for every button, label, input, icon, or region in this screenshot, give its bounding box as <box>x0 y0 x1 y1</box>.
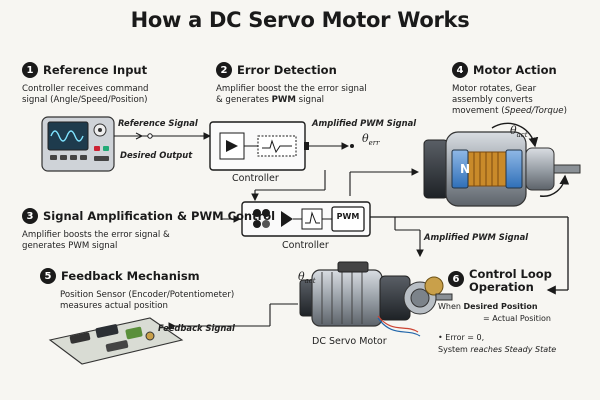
step-5-number-badge: 5 <box>40 268 56 284</box>
step-4-desc-pre: movement ( <box>452 106 505 116</box>
when-prefix: When <box>438 302 464 311</box>
step-3-desc-line-2: generates PWM signal <box>22 241 118 251</box>
step-1-title: Reference Input <box>43 63 148 77</box>
step-2-heading: 2 Error Detection <box>216 62 416 78</box>
step-6: 6 Control Loop Operation <box>448 268 588 294</box>
controller-box-1 <box>209 121 306 171</box>
step-4: 4 Motor Action Motor rotates, Gear assem… <box>452 62 592 117</box>
theta-act-label-motor: θact <box>510 124 528 139</box>
equals-actual-position: = Actual Position <box>483 314 551 323</box>
step-4-desc-post: ) <box>563 106 567 116</box>
controller-label-1: Controller <box>232 173 279 184</box>
step-4-number-badge: 4 <box>452 62 468 78</box>
step-3-number-badge: 3 <box>22 208 38 224</box>
step-2-title: Error Detection <box>237 63 337 77</box>
amplified-pwm-signal-label-2: Amplified PWM Signal <box>424 232 529 242</box>
step-6-title: Control Loop Operation <box>469 268 552 294</box>
theta-err-subscript: err <box>368 139 380 148</box>
step-1-heading: 1 Reference Input <box>22 62 202 78</box>
step-3-heading: 3 Signal Amplification & PWM Control <box>22 208 275 224</box>
theta-err-symbol: θ <box>362 132 369 145</box>
feedback-signal-label: Feedback Signal <box>158 323 235 333</box>
step-2-desc-line-2: & generates PWM signal <box>216 95 416 106</box>
step-4-desc-line-1: Motor rotates, Gear <box>452 84 537 94</box>
dc-servo-motor-caption: DC Servo Motor <box>312 336 387 347</box>
motor-illustration <box>423 122 581 207</box>
step-6-heading: 6 Control Loop Operation <box>448 268 588 294</box>
step-6-number-badge: 6 <box>448 271 464 287</box>
step-5: 5 Feedback Mechanism Position Sensor (En… <box>40 268 280 312</box>
pwm-block-label: PWM <box>336 212 360 221</box>
step-1-description: Controller receives command signal (Angl… <box>22 84 202 106</box>
controller-label-2: Controller <box>282 240 329 251</box>
step-5-heading: 5 Feedback Mechanism <box>40 268 280 284</box>
step-1: 1 Reference Input Controller receives co… <box>22 62 202 106</box>
theta-act-symbol-1: θ <box>510 124 517 137</box>
feedback-sensor-board <box>48 317 184 365</box>
step-3-description: Amplifier boosts the error signal & gene… <box>22 230 252 252</box>
theta-act-label-servo: θact <box>298 270 316 285</box>
theta-act-symbol-2: θ <box>298 270 305 283</box>
step-2: 2 Error Detection Amplifier boost the th… <box>216 62 416 106</box>
step-4-description: Motor rotates, Gear assembly converts mo… <box>452 84 592 117</box>
step-5-title: Feedback Mechanism <box>61 269 200 283</box>
theta-act-subscript-1: act <box>516 131 528 140</box>
step-4-title: Motor Action <box>473 63 557 77</box>
step-4-heading: 4 Motor Action <box>452 62 592 78</box>
step-2-desc-bold: PWM <box>271 95 296 105</box>
reference-signal-label: Reference Signal <box>118 118 198 128</box>
motor-n-pole-label: N <box>460 162 471 176</box>
page-title: How a DC Servo Motor Works <box>130 8 470 32</box>
when-desired-position-text: When Desired Position <box>438 302 538 311</box>
signal-generator-device <box>41 116 115 172</box>
step-3-title: Signal Amplification & PWM Control <box>43 209 276 223</box>
step-2-description: Amplifier boost the the error signal & g… <box>216 84 416 106</box>
step-3: 3 Signal Amplification & PWM Control Amp… <box>22 208 275 252</box>
step-1-number-badge: 1 <box>22 62 38 78</box>
step-2-number-badge: 2 <box>216 62 232 78</box>
step-1-desc-line-2: signal (Angle/Speed/Position) <box>22 95 148 105</box>
step-4-desc-line-2: assembly converts <box>452 95 533 105</box>
step-4-desc-italic: Speed/Torque <box>504 106 564 116</box>
theta-err-label: θerr <box>362 132 379 147</box>
step-6-title-line-1: Control Loop <box>469 267 552 281</box>
dc-servo-motor-illustration <box>299 261 453 337</box>
step-4-desc-line-3: movement (Speed/Torque) <box>452 106 592 117</box>
theta-act-subscript-2: act <box>304 277 316 286</box>
desired-position: Desired Position <box>463 302 538 311</box>
steady-state-text: System reaches Steady State <box>438 345 556 354</box>
step-3-desc-line-1: Amplifier boosts the error signal & <box>22 230 170 240</box>
step-5-desc-line-1: Position Sensor (Encoder/Potentiometer) <box>60 290 235 300</box>
amplified-pwm-signal-label-1: Amplified PWM Signal <box>312 118 417 128</box>
step-6-title-line-2: Operation <box>469 280 534 294</box>
step-2-desc-line-1: Amplifier boost the the error signal <box>216 84 367 94</box>
error-zero-text: • Error = 0, <box>438 333 485 342</box>
step-2-desc-pre: & generates <box>216 95 272 105</box>
desired-output-label: Desired Output <box>120 150 193 160</box>
system-prefix: System <box>438 345 471 354</box>
steady-state-italic: reaches Steady State <box>470 345 557 354</box>
step-5-description: Position Sensor (Encoder/Potentiometer) … <box>60 290 280 312</box>
step-5-desc-line-2: measures actual position <box>60 301 168 311</box>
step-1-desc-line-1: Controller receives command <box>22 84 149 94</box>
step-2-desc-post: signal <box>295 95 325 105</box>
